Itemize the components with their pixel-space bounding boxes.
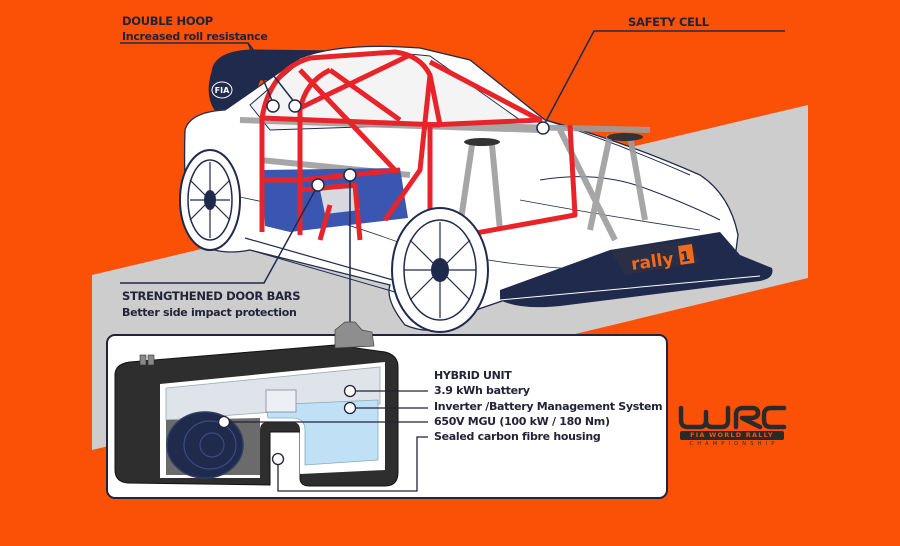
hybrid-item-battery: 3.9 kWh battery xyxy=(434,384,530,397)
door-bars-callout: STRENGTHENED DOOR BARS Better side impac… xyxy=(122,289,301,319)
hybrid-item-mgu: 650V MGU (100 kW / 180 Nm) xyxy=(434,415,610,428)
hybrid-item-housing: Sealed carbon fibre housing xyxy=(434,430,601,443)
callout-point-mgu xyxy=(217,415,231,429)
mgu-motor xyxy=(166,411,244,479)
hybrid-callout-points xyxy=(217,384,357,466)
door-bars-subtitle: Better side impact protection xyxy=(122,306,297,319)
wrc-logo-championship: CHAMPIONSHIP xyxy=(689,441,779,447)
strut-top-right xyxy=(607,133,643,141)
callout-point-double-hoop-1 xyxy=(266,99,280,113)
door-bars-title: STRENGTHENED DOOR BARS xyxy=(122,289,301,303)
double-hoop-subtitle: Increased roll resistance xyxy=(122,30,268,43)
safety-cell-title: SAFETY CELL xyxy=(628,15,709,29)
safety-cell-callout: SAFETY CELL xyxy=(628,15,709,29)
hybrid-unit-callout: HYBRID UNIT 3.9 kWh battery Inverter /Ba… xyxy=(434,369,663,444)
strut-top-left xyxy=(464,138,500,146)
callout-points xyxy=(266,99,550,192)
front-wheel xyxy=(391,207,489,333)
rally1-number-box xyxy=(678,244,695,265)
battery-housing xyxy=(114,321,399,487)
wrc-logo-mark xyxy=(678,405,787,430)
leader-lines xyxy=(120,30,785,325)
double-hoop-title: DOUBLE HOOP xyxy=(122,14,213,28)
callout-point-double-hoop-2 xyxy=(288,99,302,113)
double-hoop-callout: DOUBLE HOOP Increased roll resistance xyxy=(122,14,268,43)
callout-point-inverter xyxy=(343,401,357,415)
fia-badge xyxy=(211,81,233,99)
car-illustration: FIA xyxy=(179,45,773,333)
callout-point-housing xyxy=(271,452,285,466)
wrc-logo-subtitle: FIA WORLD RALLY xyxy=(680,431,784,440)
callout-point-battery xyxy=(343,384,357,398)
hybrid-leader-lines xyxy=(224,390,428,492)
rally1-badge-number: 1 xyxy=(679,249,691,266)
callout-point-safety-cell xyxy=(536,121,550,135)
fia-badge-text: FIA xyxy=(215,86,230,95)
rear-wheel xyxy=(179,149,241,251)
callout-point-door-bars xyxy=(311,178,325,192)
hybrid-unit-title: HYBRID UNIT xyxy=(434,369,512,382)
roll-cage xyxy=(259,49,578,248)
hybrid-item-inverter: Inverter /Battery Management System xyxy=(434,400,663,413)
callout-point-door-panel xyxy=(343,168,357,182)
